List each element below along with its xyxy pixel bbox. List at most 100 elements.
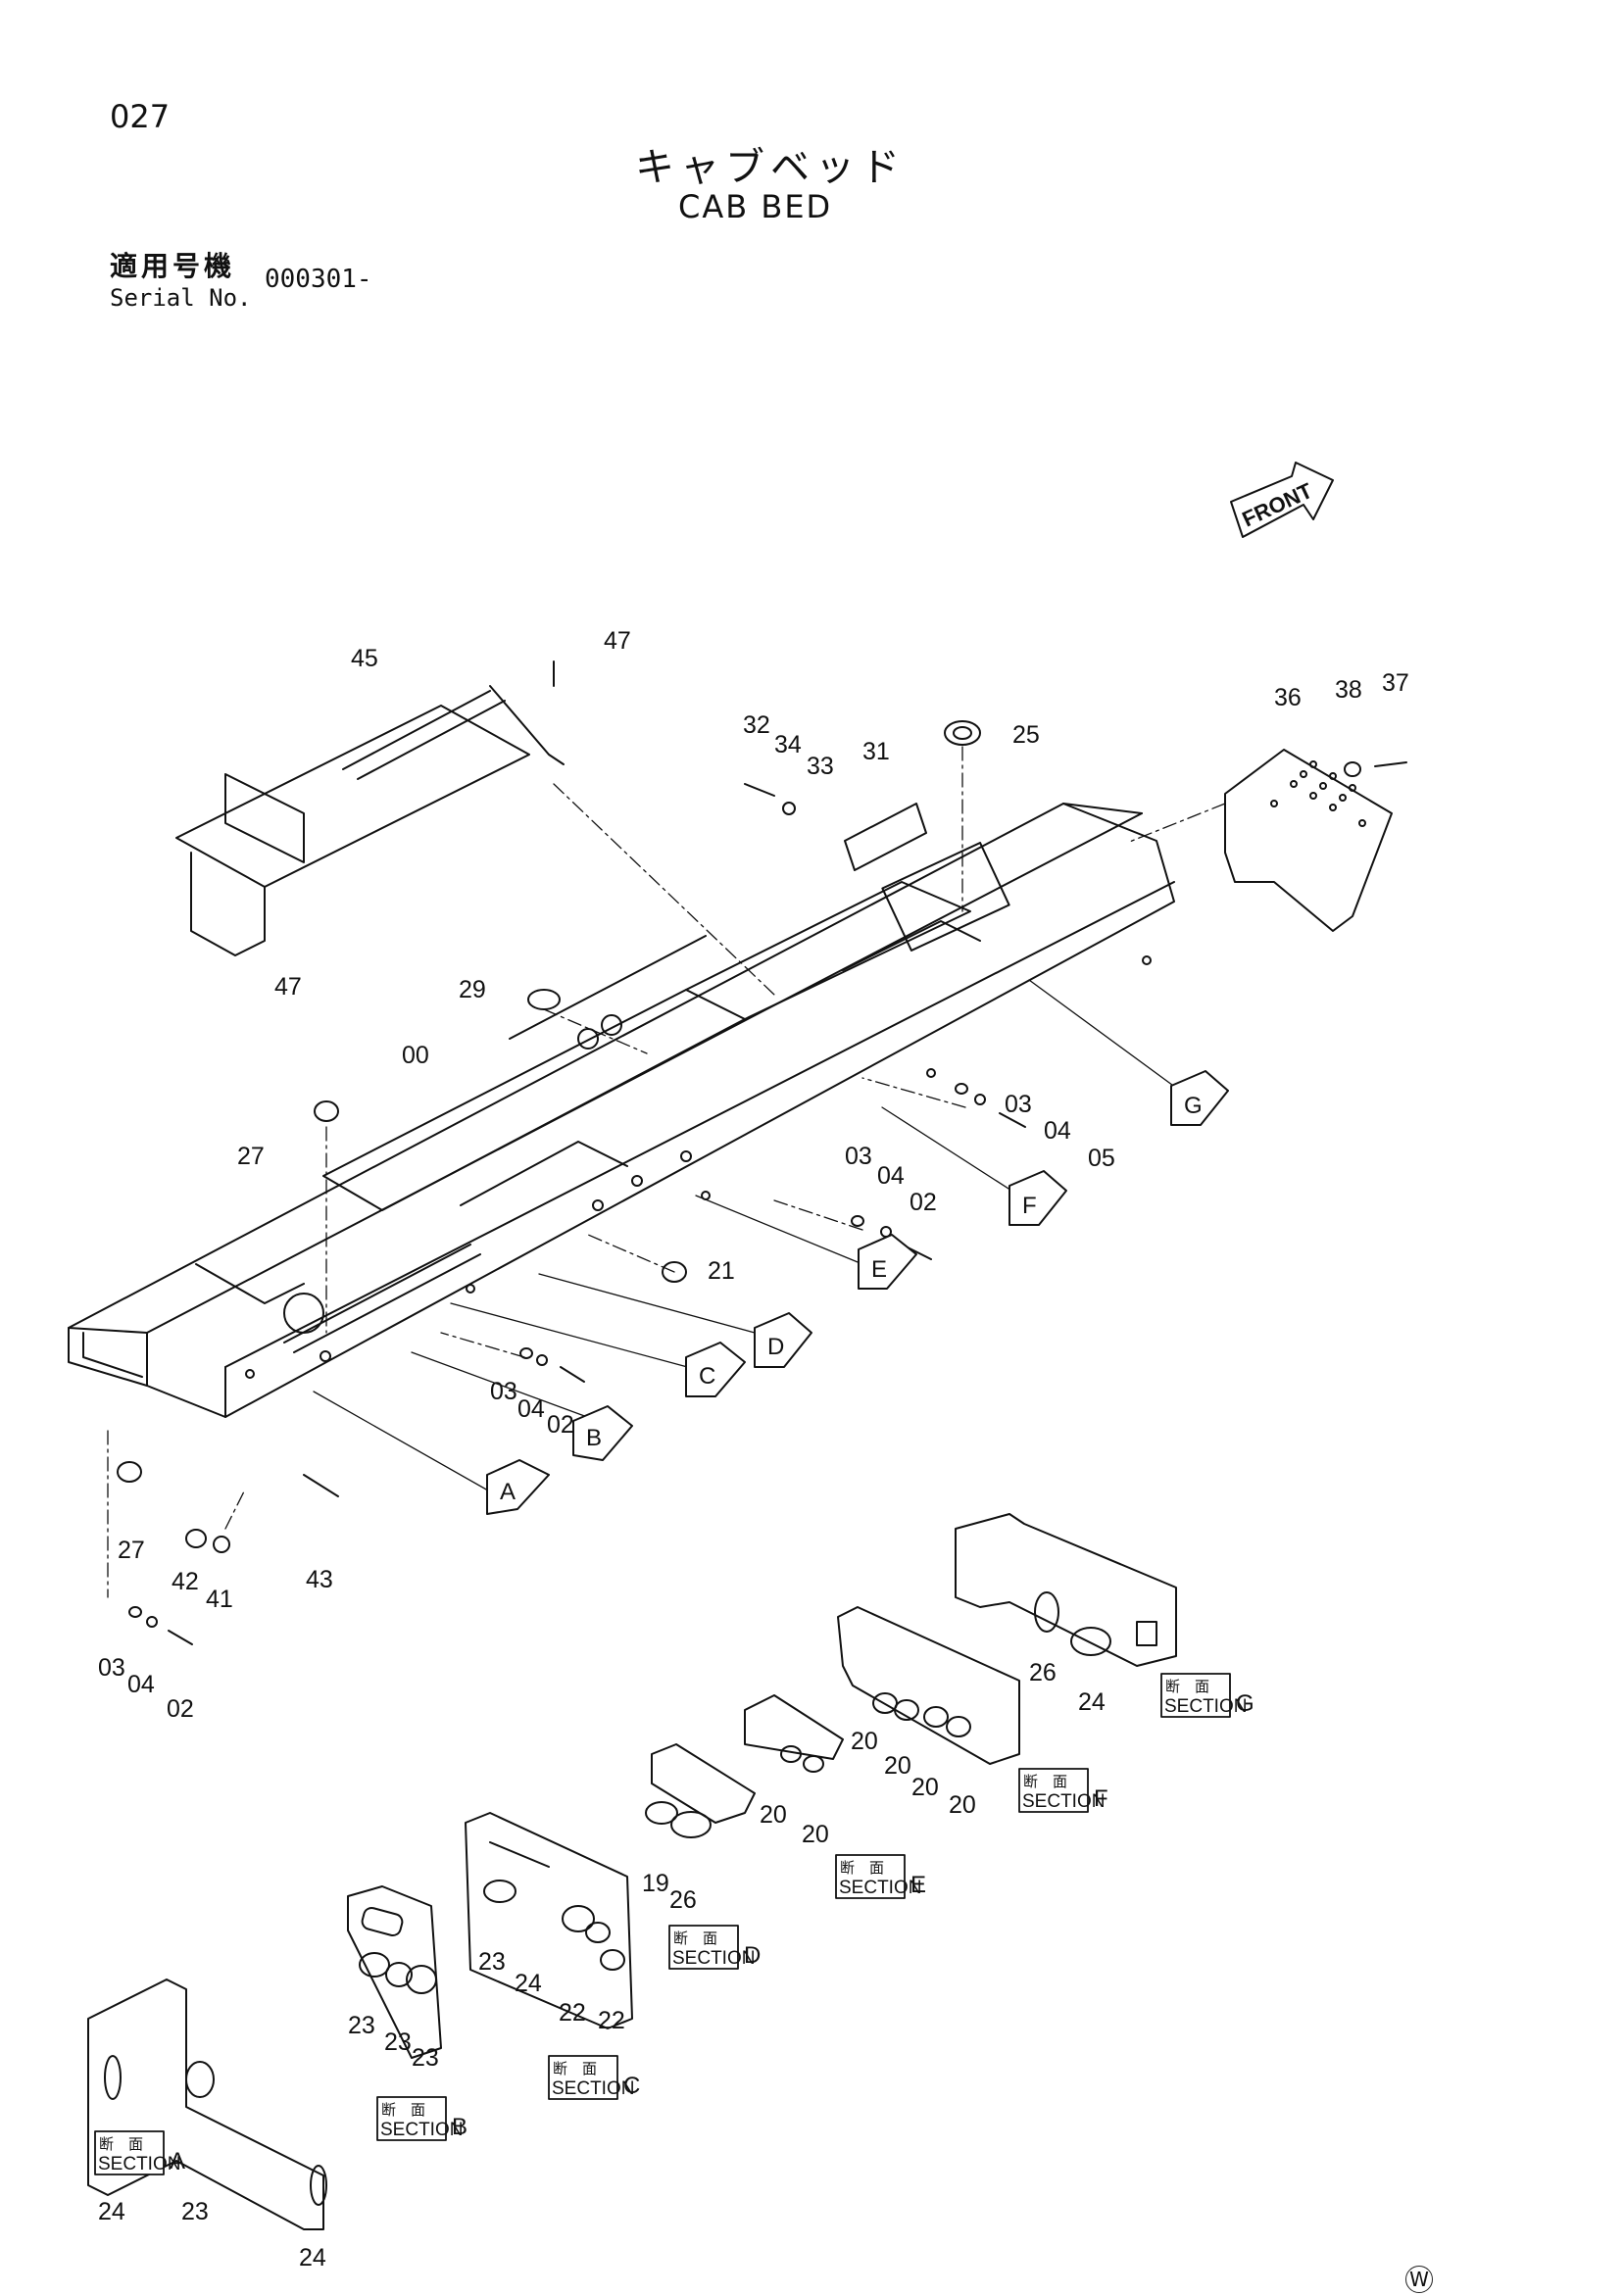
page-number: 027 xyxy=(110,98,171,135)
part-number-label: 20 xyxy=(760,1801,787,1829)
part-number-label: 02 xyxy=(547,1411,574,1439)
part-number-label: 24 xyxy=(299,2244,326,2272)
section-label-letter: F xyxy=(1094,1785,1108,1812)
front-direction-arrow xyxy=(1230,462,1334,538)
part-number-label: 34 xyxy=(774,731,802,758)
part-number-label: 04 xyxy=(877,1162,905,1190)
corner-mark: W xyxy=(1405,2266,1433,2293)
part-number-label: 03 xyxy=(490,1378,517,1405)
section-label-jp: 断 面 xyxy=(99,2135,143,2153)
part-number-label: 02 xyxy=(910,1189,937,1216)
part-31-plate xyxy=(844,803,927,871)
part-number-label: 26 xyxy=(669,1886,697,1914)
section-label-jp: 断 面 xyxy=(381,2101,425,2119)
part-number-label: 03 xyxy=(845,1143,872,1170)
part-number-label: 02 xyxy=(167,1695,194,1723)
part-number-label: 27 xyxy=(237,1143,265,1170)
section-arrow-letter: A xyxy=(500,1479,516,1505)
part-number-label: 33 xyxy=(807,753,834,780)
part-number-label: 45 xyxy=(351,645,378,672)
part-number-label: 23 xyxy=(384,2028,412,2056)
part-number-label: 03 xyxy=(1005,1091,1032,1118)
section-arrow-markers xyxy=(486,1070,1229,1515)
section-label-letter: A xyxy=(170,2148,185,2174)
part-number-label: 36 xyxy=(1274,684,1302,711)
section-label-en: SECTION xyxy=(1022,1791,1105,1812)
section-label-en: SECTION xyxy=(839,1878,921,1898)
section-arrow-letter: F xyxy=(1022,1193,1037,1219)
section-label-jp: 断 面 xyxy=(840,1859,884,1877)
part-number-label: 22 xyxy=(559,1999,586,2027)
leader-lines xyxy=(107,746,1226,1598)
section-arrow-letter: D xyxy=(767,1334,784,1360)
part-number-label: 47 xyxy=(604,627,631,655)
section-arrow-leaders xyxy=(313,979,1177,1495)
part-number-label: 25 xyxy=(1012,721,1040,749)
part-number-label: 23 xyxy=(412,2044,439,2072)
part-number-label: 20 xyxy=(949,1791,976,1819)
part-number-label: 03 xyxy=(98,1654,125,1682)
part-number-label: 04 xyxy=(517,1395,545,1423)
section-label-letter: G xyxy=(1236,1690,1254,1717)
title-japanese: キャブベッド xyxy=(635,145,906,190)
part-number-label: 47 xyxy=(274,973,302,1001)
section-label-en: SECTION xyxy=(98,2154,180,2174)
part-number-label: 23 xyxy=(348,2012,375,2039)
hardware-items xyxy=(117,660,1407,1645)
part-number-label: 29 xyxy=(459,976,486,1003)
section-label-boxes xyxy=(94,1673,1231,2175)
part-number-label: 24 xyxy=(515,1970,542,1997)
part-number-label: 31 xyxy=(862,738,890,765)
section-label-letter: D xyxy=(744,1942,761,1969)
part-number-label: 21 xyxy=(708,1257,735,1285)
part-number-label: 00 xyxy=(402,1042,429,1069)
part-number-label: 38 xyxy=(1335,676,1362,704)
section-arrow-letter: E xyxy=(871,1256,887,1283)
part-number-label: 27 xyxy=(118,1537,145,1564)
section-arrow-letter: G xyxy=(1184,1093,1203,1119)
section-label-letter: E xyxy=(910,1872,926,1898)
part-number-label: 23 xyxy=(181,2198,209,2225)
part-number-label: 05 xyxy=(1088,1145,1115,1172)
section-label-jp: 断 面 xyxy=(1023,1773,1067,1790)
part-number-label: 32 xyxy=(743,711,770,739)
cab-bed-frame xyxy=(68,803,1175,1418)
part-number-label: 19 xyxy=(642,1870,669,1897)
section-label-jp: 断 面 xyxy=(673,1930,717,1947)
section-arrow-letters: A B C D E F G xyxy=(500,1093,1203,1505)
section-label-letter: C xyxy=(623,2073,640,2099)
part-number-label: 22 xyxy=(598,2007,625,2034)
part-36-step-plate xyxy=(1224,749,1393,932)
part-number-label: 24 xyxy=(1078,1688,1106,1716)
serial-label-english: Serial No. xyxy=(110,284,252,312)
part-number-label: 24 xyxy=(98,2198,125,2225)
part-number-label: 20 xyxy=(851,1728,878,1755)
section-label-en: SECTION xyxy=(552,2078,634,2099)
section-label-letter: B xyxy=(452,2114,467,2140)
part-number-label: 37 xyxy=(1382,669,1409,697)
part-number-label: 04 xyxy=(127,1671,155,1698)
section-arrow-letter: B xyxy=(586,1425,602,1451)
part-number-label: 20 xyxy=(884,1752,911,1780)
section-label-jp: 断 面 xyxy=(1165,1678,1209,1695)
part-45-bracket xyxy=(175,685,565,956)
serial-number-value: 000301- xyxy=(265,265,372,294)
part-number-label: 20 xyxy=(802,1821,829,1848)
part-number-label: 41 xyxy=(206,1586,233,1613)
serial-label-japanese: 適用号機 xyxy=(110,250,236,282)
section-arrow-letter: C xyxy=(699,1363,715,1390)
section-label-en: SECTION xyxy=(672,1948,755,1969)
part-number-label: 04 xyxy=(1044,1117,1071,1145)
section-details xyxy=(87,1513,1177,2230)
section-label-en: SECTION xyxy=(1164,1696,1247,1717)
section-label-jp: 断 面 xyxy=(553,2060,597,2077)
part-number-label: 20 xyxy=(911,1774,939,1801)
section-label-en: SECTION xyxy=(380,2120,463,2140)
part-number-label: 42 xyxy=(172,1568,199,1595)
part-number-label: 26 xyxy=(1029,1659,1057,1686)
part-number-label: 23 xyxy=(478,1948,506,1976)
part-number-label: 43 xyxy=(306,1566,333,1593)
